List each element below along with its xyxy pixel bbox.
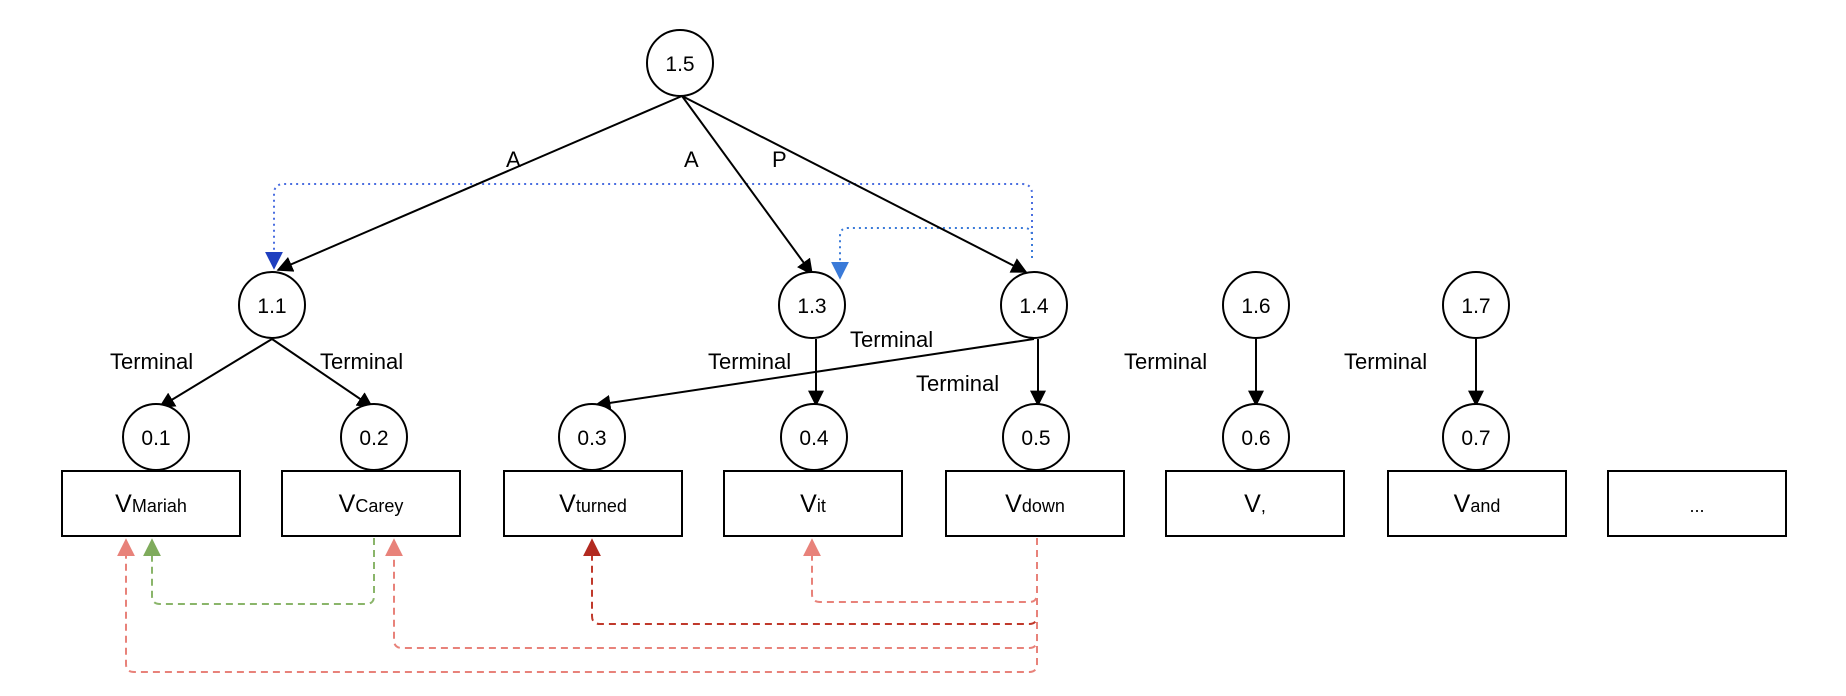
- word-v: V: [1454, 490, 1471, 518]
- svg-text:Vit: Vit: [800, 490, 826, 518]
- word-subscript: ,: [1261, 496, 1266, 516]
- word-v: V: [339, 490, 356, 518]
- word-box-down: Vdown: [945, 470, 1125, 537]
- word-v: V: [1244, 490, 1261, 518]
- word-v: V: [559, 490, 576, 518]
- node-0-4: 0.4: [780, 403, 848, 471]
- edge-label-a-left: A: [506, 147, 521, 172]
- terminal-label-1-4-lower: Terminal: [916, 371, 999, 396]
- word-subscript: Carey: [355, 496, 403, 516]
- word-v: V: [1005, 490, 1022, 518]
- blue-dotted-link-1-4-to-1-3: [831, 227, 1033, 280]
- node-0-5: 0.5: [1002, 403, 1070, 471]
- svg-text:1.5: 1.5: [665, 53, 694, 76]
- svg-text:VMariah: VMariah: [115, 490, 187, 518]
- svg-text:0.2: 0.2: [359, 427, 388, 450]
- svg-text:1.4: 1.4: [1019, 295, 1049, 318]
- svg-text:Vturned: Vturned: [559, 490, 627, 518]
- svg-text:0.3: 0.3: [577, 427, 606, 450]
- node-0-7: 0.7: [1442, 403, 1510, 471]
- svg-text:Vdown: Vdown: [1005, 490, 1065, 518]
- word-box-ellipsis: ...: [1607, 470, 1787, 537]
- terminal-label-1-1-left: Terminal: [110, 349, 193, 374]
- edge-1-5-to-1-3: [681, 95, 813, 276]
- word-subscript: turned: [576, 496, 627, 516]
- node-1-1: 1.1: [238, 271, 306, 339]
- node-0-1: 0.1: [122, 403, 190, 471]
- svg-text:...: ...: [1689, 496, 1704, 516]
- word-subscript: Mariah: [132, 496, 187, 516]
- node-0-2: 0.2: [340, 403, 408, 471]
- word-v: V: [115, 490, 132, 518]
- svg-text:0.4: 0.4: [799, 427, 829, 450]
- blue-dotted-link-1-4-to-1-1: [265, 183, 1033, 270]
- word-ellipsis: ...: [1689, 496, 1704, 516]
- node-0-6: 0.6: [1222, 403, 1290, 471]
- edge-1-5-to-1-1: [276, 95, 683, 272]
- red-dashed-link-down-to-carey: [385, 538, 1038, 649]
- word-subscript: down: [1022, 496, 1065, 516]
- svg-text:0.6: 0.6: [1241, 427, 1270, 450]
- word-box-carey: VCarey: [281, 470, 461, 537]
- word-subscript: and: [1470, 496, 1500, 516]
- svg-text:VCarey: VCarey: [339, 490, 404, 518]
- node-1-6: 1.6: [1222, 271, 1290, 339]
- edge-1-1-to-0-1: [158, 338, 273, 408]
- svg-text:0.5: 0.5: [1021, 427, 1050, 450]
- node-1-7: 1.7: [1442, 271, 1510, 339]
- node-1-4: 1.4: [1000, 271, 1068, 339]
- edge-label-p: P: [772, 147, 787, 172]
- terminal-label-1-7: Terminal: [1344, 349, 1427, 374]
- word-box-mariah: VMariah: [61, 470, 241, 537]
- word-v: V: [800, 490, 817, 518]
- word-subscript: it: [817, 496, 826, 516]
- svg-text:1.7: 1.7: [1461, 295, 1490, 318]
- darkred-dashed-link-down-to-turned: [583, 538, 1038, 625]
- svg-text:0.7: 0.7: [1461, 427, 1490, 450]
- svg-text:1.6: 1.6: [1241, 295, 1270, 318]
- node-1-5: 1.5: [646, 29, 714, 97]
- word-box-and: Vand: [1387, 470, 1567, 537]
- terminal-label-1-6: Terminal: [1124, 349, 1207, 374]
- edge-label-a-middle: A: [684, 147, 699, 172]
- node-0-3: 0.3: [558, 403, 626, 471]
- terminal-label-1-3: Terminal: [708, 349, 791, 374]
- terminal-label-1-4-upper: Terminal: [850, 327, 933, 352]
- edge-1-1-to-0-2: [271, 338, 374, 408]
- green-dashed-link-carey-to-mariah: [143, 538, 375, 605]
- red-dashed-link-down-to-it: [803, 538, 1038, 603]
- terminal-label-1-1-right: Terminal: [320, 349, 403, 374]
- svg-text:Vand: Vand: [1454, 490, 1501, 518]
- svg-text:V,: V,: [1244, 490, 1266, 518]
- svg-text:0.1: 0.1: [141, 427, 170, 450]
- edge-1-4-to-0-3: [594, 338, 1035, 411]
- svg-text:1.1: 1.1: [257, 295, 286, 318]
- svg-text:1.3: 1.3: [797, 295, 826, 318]
- word-box-turned: Vturned: [503, 470, 683, 537]
- node-1-3: 1.3: [778, 271, 846, 339]
- edge-1-5-to-1-4: [681, 95, 1028, 273]
- word-box-comma: V,: [1165, 470, 1345, 537]
- word-box-it: Vit: [723, 470, 903, 537]
